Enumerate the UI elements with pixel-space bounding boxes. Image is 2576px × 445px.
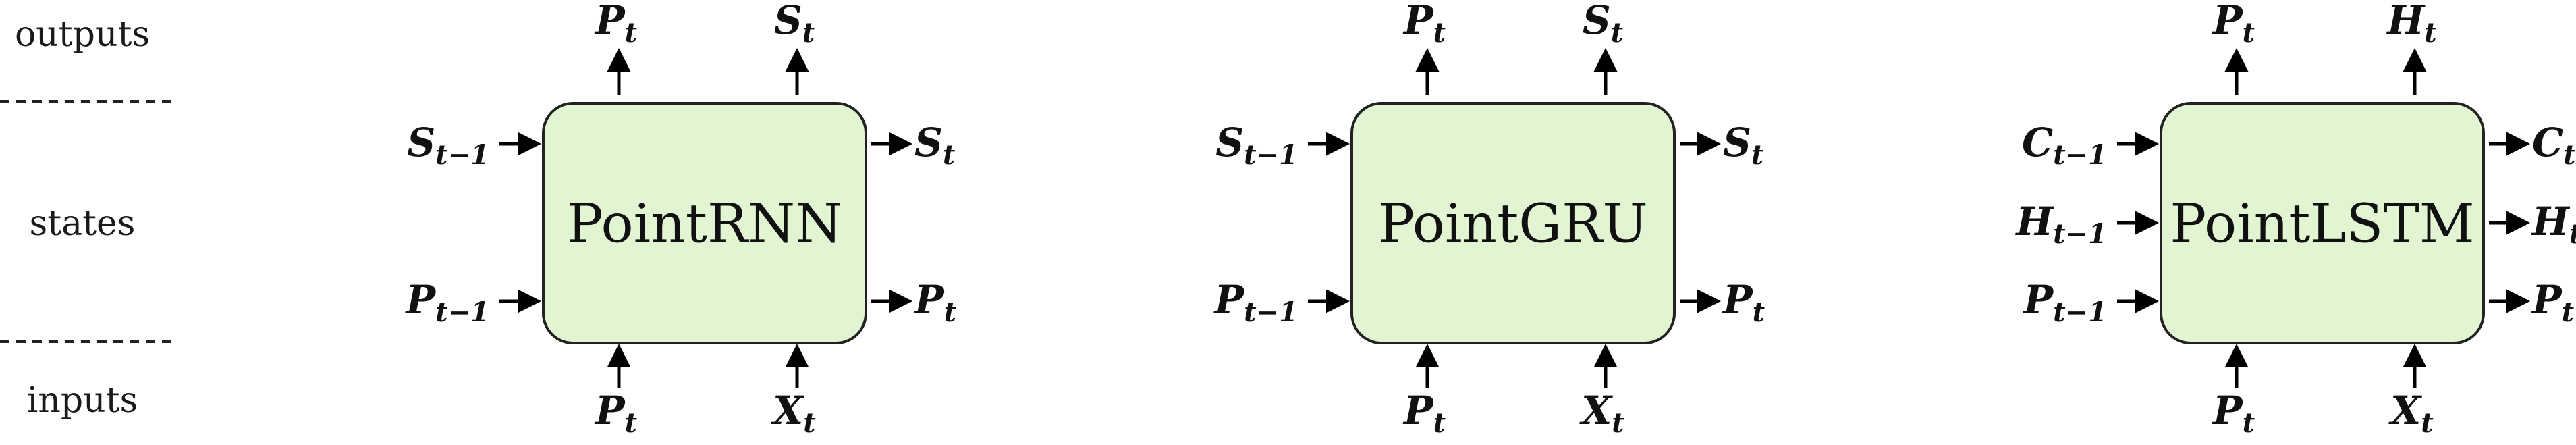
state-in-symbol: Ht−1 bbox=[2015, 199, 2107, 250]
state-in-symbol: Pt−1 bbox=[2023, 277, 2107, 328]
output-symbol: St bbox=[774, 0, 815, 49]
cell-title: PointLSTM bbox=[2170, 192, 2474, 255]
input-symbol: Pt bbox=[594, 388, 638, 439]
state-in-symbol: St−1 bbox=[407, 120, 489, 171]
state-out-symbol: Ct bbox=[2532, 120, 2576, 171]
state-in-symbol: Ct−1 bbox=[2022, 120, 2107, 171]
input-symbol: Xt bbox=[770, 388, 816, 439]
output-symbol: Pt bbox=[594, 0, 638, 49]
outputs-label: outputs bbox=[15, 14, 150, 55]
output-symbol: St bbox=[1583, 0, 1624, 49]
output-symbol: Pt bbox=[1402, 0, 1446, 49]
input-symbol: Xt bbox=[1579, 388, 1624, 439]
cell-title: PointRNN bbox=[567, 192, 842, 255]
state-in-symbol: St−1 bbox=[1215, 120, 1298, 171]
state-out-symbol: St bbox=[1723, 120, 1764, 171]
input-symbol: Pt bbox=[1402, 388, 1446, 439]
state-in-symbol: Pt−1 bbox=[1213, 277, 1298, 328]
states-label: states bbox=[30, 203, 136, 244]
output-symbol: Pt bbox=[2212, 0, 2255, 49]
state-out-symbol: Pt bbox=[1722, 277, 1765, 328]
cell-box bbox=[2160, 102, 2485, 344]
input-symbol: Pt bbox=[2212, 388, 2255, 439]
state-out-symbol: Pt bbox=[2531, 277, 2575, 328]
cell-box bbox=[542, 102, 867, 344]
inputs-label: inputs bbox=[27, 380, 138, 421]
input-symbol: Xt bbox=[2388, 388, 2434, 439]
state-out-symbol: Pt bbox=[913, 277, 957, 328]
state-out-symbol: Ht bbox=[2531, 199, 2576, 250]
cell-title: PointGRU bbox=[1378, 192, 1648, 255]
cell-box bbox=[1350, 102, 1676, 344]
state-in-symbol: Pt−1 bbox=[405, 277, 489, 328]
state-out-symbol: St bbox=[914, 120, 956, 171]
output-symbol: Ht bbox=[2386, 0, 2437, 49]
